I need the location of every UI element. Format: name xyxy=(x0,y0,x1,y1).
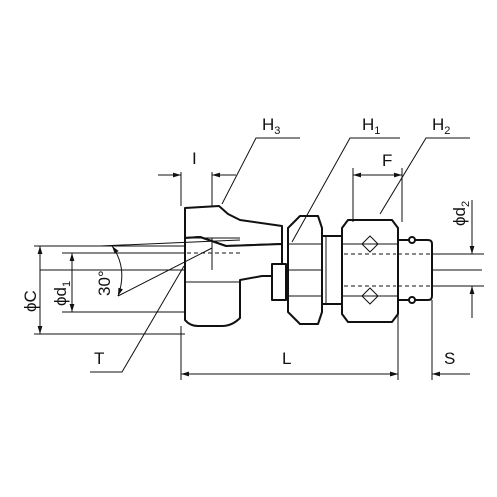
label-i: I xyxy=(192,149,197,168)
collar xyxy=(271,263,287,301)
dim-angle-arc xyxy=(111,245,123,297)
tube-ferrule-bottom xyxy=(408,296,416,304)
label-c: ϕC xyxy=(21,290,40,312)
tube xyxy=(397,239,433,301)
dim-h1-leader xyxy=(291,137,400,243)
label-t: T xyxy=(94,349,104,368)
label-angle: 30° xyxy=(95,270,114,296)
dim-h2-leader xyxy=(379,137,470,215)
label-l: L xyxy=(282,349,291,368)
label-h2: H2 xyxy=(432,115,450,137)
label-h3: H3 xyxy=(262,115,280,137)
tube-ferrule-top xyxy=(408,236,416,244)
nut-chamfer-top xyxy=(361,235,379,253)
dimension-lines xyxy=(34,137,484,380)
label-s: S xyxy=(444,349,455,368)
dim-t-leader xyxy=(90,265,185,373)
label-d2: ϕd2 xyxy=(450,201,472,226)
dim-h3-leader xyxy=(221,137,300,205)
fitting-body xyxy=(40,205,482,327)
label-h1: H1 xyxy=(362,115,380,137)
dim-angle-ray-lower xyxy=(117,247,213,297)
dimension-labels: H3 H1 H2 I F ϕd2 ϕC ϕd1 30° T L S xyxy=(21,115,472,368)
neck xyxy=(321,235,343,305)
label-d1: ϕd1 xyxy=(51,281,73,306)
dim-angle-ray-upper xyxy=(99,239,241,247)
nut-chamfer-bottom xyxy=(361,287,379,305)
label-f: F xyxy=(382,151,392,170)
